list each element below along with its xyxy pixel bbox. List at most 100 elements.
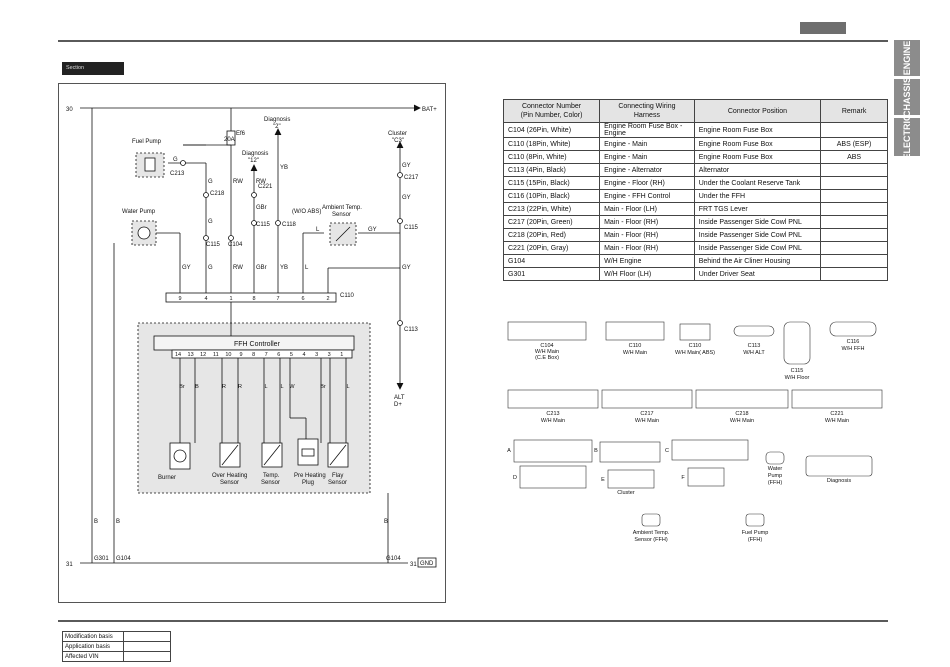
diagnosis-12-label: Diagnosis [242,151,268,157]
table-cell: C115 (15Pin, Black) [502,176,601,190]
table-cell: FRT TGS Lever [693,202,822,216]
header-rule [58,40,888,42]
table-cell: G104 [502,254,601,268]
wire-gy-4: GY [402,195,411,201]
tab-engine[interactable]: ENGINE [894,40,920,76]
preheat-plug-label: Pre Heating [294,473,326,479]
schematic-frame [58,83,446,603]
ffh-wire-color: Br [179,384,185,390]
ef6-fuse-label: Ef6 [236,131,246,137]
application-basis-value [123,641,171,652]
ffh-wire-color: W [289,384,295,390]
table-row: C221 (20Pin, Gray)Main - Floor (RH)Insid… [502,241,888,255]
ffh-pin: 13 [188,352,194,358]
tab-electric[interactable]: ELECTRIC [894,115,920,160]
mod-row: Application basis [62,641,171,652]
ffh-pin: 8 [252,352,255,358]
table-row: C104 (26Pin, White)Engine Room Fuse Box … [502,122,888,138]
gnd-label-right: 31 [410,562,417,568]
conn-c104: C104 [228,242,243,248]
mod-row: Modification basis [62,631,171,642]
wire-l-2: L [305,265,309,271]
ffh-wire-color: Br [320,384,326,390]
view-letter-a: A [507,448,511,454]
wire-yb-2: YB [280,265,288,271]
table-row: C217 (20Pin, Green)Main - Floor (RH)Insi… [502,215,888,229]
table-cell: Engine - FFH Control [599,189,695,203]
view-water-pump-label-2: Pump [768,473,782,479]
view-letter-d: D [513,475,517,481]
view-c104-label: C104 [540,343,553,349]
table-cell: C213 (22Pin, White) [502,202,601,216]
view-c110-abs-harness: W/H Main( ABS) [675,350,715,356]
table-cell: C110 (8Pin, White) [502,150,601,164]
table-cell [820,228,888,242]
table-cell: Main - Floor (RH) [599,228,695,242]
conn-c217: C217 [404,175,419,181]
table-header-row: Connector Number(Pin Number, Color) Conn… [502,99,888,123]
conn-g104-a: G104 [116,556,131,562]
wire-gbr-2: GBr [256,265,267,271]
ambient-sensor-label: Ambient Temp. [322,205,362,211]
view-letter-b: B [594,448,598,454]
ffh-pin: 5 [290,352,293,358]
view-c213-label: C213 [546,411,559,417]
wo-abs-note: (W/O ABS) [292,209,321,215]
gnd-label-left: 31 [66,562,73,568]
cluster-label: Cluster [388,131,407,137]
view-letter-e: E [601,477,605,483]
view-letter-f: F [681,475,685,481]
table-cell: Main - Floor (LH) [599,202,695,216]
wire-g-1: G [173,157,178,163]
conn-c221: C221 [258,184,273,190]
table-cell: Under the FFH [693,189,822,203]
conn-c110: C110 [340,293,355,299]
connector-table: Connector Number(Pin Number, Color) Conn… [502,99,888,281]
ffh-pin: 9 [239,352,242,358]
view-c218-label: C218 [735,411,748,417]
table-cell: Main - Floor (RH) [599,241,695,255]
flame-sensor-label-2: Sensor [328,480,347,486]
wire-b-1: B [94,519,98,525]
tab-chassis[interactable]: CHASSIS [894,77,920,117]
mod-basis-value [123,631,171,642]
table-cell [820,122,888,138]
view-letter-c: C [665,448,669,454]
table-row: C213 (22Pin, White)Main - Floor (LH)FRT … [502,202,888,216]
view-cluster-label: Cluster [617,490,635,496]
view-c113-harness: W/H ALT [743,350,765,356]
c110-pin: 7 [276,296,279,302]
table-cell [820,189,888,203]
wire-g-2: G [208,179,213,185]
ffh-pin: 11 [213,352,219,358]
table-cell: Engine Room Fuse Box [693,137,822,151]
view-water-pump-label: Water [768,466,783,472]
conn-c118: C118 [282,222,297,228]
ffh-wire-color: B [195,384,199,390]
ffh-pin: 4 [302,352,305,358]
ffh-wire-color: L [346,384,349,390]
conn-c115-c: C115 [404,225,419,231]
ffh-pin: 10 [225,352,231,358]
view-ambient-ffh: Sensor (FFH) [634,537,667,543]
affected-vin-value [123,651,171,662]
c110-pin: 4 [204,296,207,302]
conn-c113: C113 [404,327,419,333]
ffh-wire-color: R [238,384,242,390]
table-row: C218 (20Pin, Red)Main - Floor (RH)Inside… [502,228,888,242]
table-cell [820,241,888,255]
wire-g-4: G [208,265,213,271]
view-c221-harness: W/H Main [825,418,849,424]
view-diagnosis-label: Diagnosis [827,478,851,484]
burner-label: Burner [158,475,176,481]
c110-pin: 6 [301,296,304,302]
gnd-tag: GND [420,561,434,567]
wire-l-1: L [316,227,320,233]
connector-views: C104 W/H Main (C.E Box) C110 W/H Main C1… [507,321,883,543]
table-header-connector: Connector Number(Pin Number, Color) [502,99,601,123]
table-cell [820,254,888,268]
wire-rw-2: RW [233,265,243,271]
